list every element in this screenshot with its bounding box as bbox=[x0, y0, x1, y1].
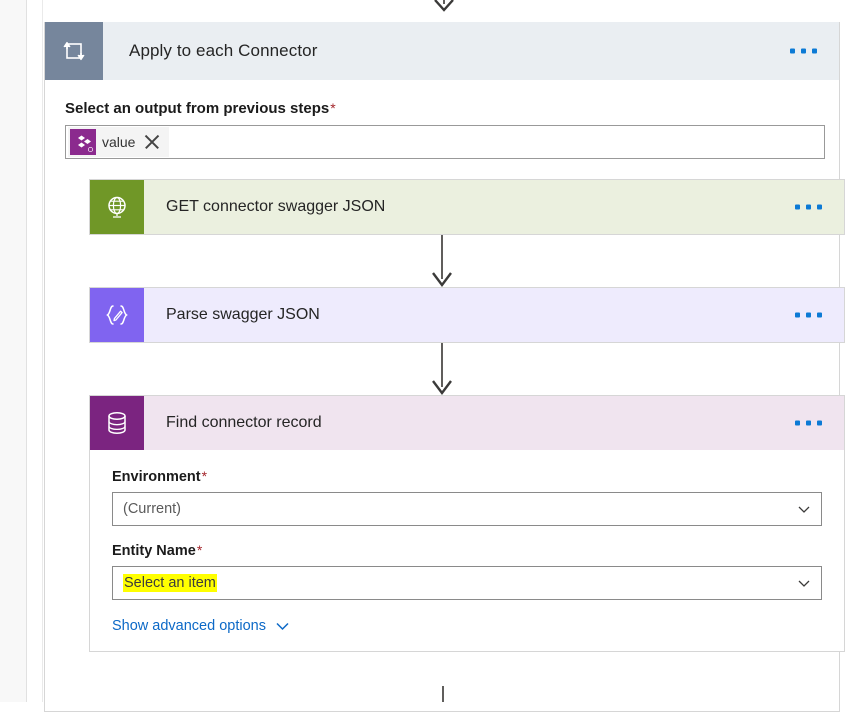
action-card-get-connector-swagger-json[interactable]: GET connector swagger JSON bbox=[89, 179, 845, 235]
dataverse-icon bbox=[70, 129, 96, 155]
remove-token-x-icon[interactable] bbox=[143, 133, 161, 151]
ellipsis-dot bbox=[795, 420, 800, 426]
connector-arrow bbox=[65, 343, 819, 395]
dataverse-database-icon bbox=[90, 396, 144, 450]
apply-to-each-scope-card[interactable]: Apply to each Connector Select an output… bbox=[44, 22, 845, 712]
foreach-field-label-text: Select an output from previous steps bbox=[65, 100, 330, 117]
action-title: GET connector swagger JSON bbox=[166, 198, 386, 215]
ellipsis-dot bbox=[806, 312, 811, 318]
designer-canvas-gutter bbox=[27, 0, 43, 702]
environment-label-text: Environment bbox=[112, 469, 201, 485]
action-more-commands-button[interactable] bbox=[791, 307, 826, 324]
action-body: Environment* (Current) Entity Name* bbox=[90, 450, 844, 651]
scope-header[interactable]: Apply to each Connector bbox=[45, 22, 839, 80]
ellipsis-dot bbox=[790, 48, 795, 54]
action-more-commands-button[interactable] bbox=[791, 199, 826, 216]
environment-dropdown[interactable]: (Current) bbox=[112, 492, 822, 526]
ellipsis-dot bbox=[812, 48, 817, 54]
action-card-find-connector-record[interactable]: Find connector record Environment* (Curr… bbox=[89, 395, 845, 652]
environment-label: Environment* bbox=[112, 468, 822, 485]
action-header[interactable]: GET connector swagger JSON bbox=[90, 180, 844, 234]
action-title: Parse swagger JSON bbox=[166, 306, 320, 323]
entity-name-label: Entity Name* bbox=[112, 542, 822, 559]
ellipsis-dot bbox=[806, 204, 811, 210]
entity-name-selected-value: Select an item bbox=[123, 574, 217, 592]
entity-name-dropdown[interactable]: Select an item bbox=[112, 566, 822, 600]
parse-json-braces-icon bbox=[90, 288, 144, 342]
ellipsis-dot bbox=[817, 420, 822, 426]
http-globe-icon bbox=[90, 180, 144, 234]
designer-left-rail bbox=[0, 0, 27, 702]
action-card-parse-swagger-json[interactable]: Parse swagger JSON bbox=[89, 287, 845, 343]
scope-body: Select an output from previous steps* va… bbox=[45, 80, 845, 652]
environment-selected-value: (Current) bbox=[123, 501, 182, 517]
entity-name-label-text: Entity Name bbox=[112, 543, 196, 559]
form-group-entity-name: Entity Name* Select an item bbox=[112, 542, 822, 600]
form-group-environment: Environment* (Current) bbox=[112, 468, 822, 526]
connector-arrow bbox=[65, 235, 819, 287]
token-label: value bbox=[102, 134, 136, 150]
ellipsis-dot bbox=[795, 312, 800, 318]
chevron-down-icon bbox=[798, 580, 810, 587]
dynamic-content-token[interactable]: value bbox=[68, 127, 170, 157]
foreach-value-input[interactable]: value bbox=[65, 125, 825, 159]
loop-icon bbox=[45, 22, 103, 80]
foreach-field-label: Select an output from previous steps* bbox=[65, 100, 819, 117]
scope-title: Apply to each Connector bbox=[129, 41, 318, 60]
ellipsis-dot bbox=[817, 204, 822, 210]
chevron-down-icon bbox=[276, 622, 289, 631]
ellipsis-dot bbox=[817, 312, 822, 318]
action-more-commands-button[interactable] bbox=[791, 415, 826, 432]
required-asterisk: * bbox=[201, 468, 208, 484]
action-header[interactable]: Parse swagger JSON bbox=[90, 288, 844, 342]
chevron-down-icon bbox=[798, 506, 810, 513]
action-title: Find connector record bbox=[166, 414, 322, 431]
required-asterisk: * bbox=[196, 542, 203, 558]
ellipsis-dot bbox=[806, 420, 811, 426]
connector-arrow-into-scope bbox=[434, 0, 454, 12]
required-asterisk: * bbox=[330, 100, 336, 116]
ellipsis-dot bbox=[795, 204, 800, 210]
scope-more-commands-button[interactable] bbox=[786, 43, 821, 60]
action-header[interactable]: Find connector record bbox=[90, 396, 844, 450]
ellipsis-dot bbox=[801, 48, 806, 54]
show-advanced-options-label: Show advanced options bbox=[112, 618, 266, 634]
show-advanced-options-link[interactable]: Show advanced options bbox=[112, 618, 290, 634]
connector-arrow-out-of-scope bbox=[442, 686, 444, 702]
